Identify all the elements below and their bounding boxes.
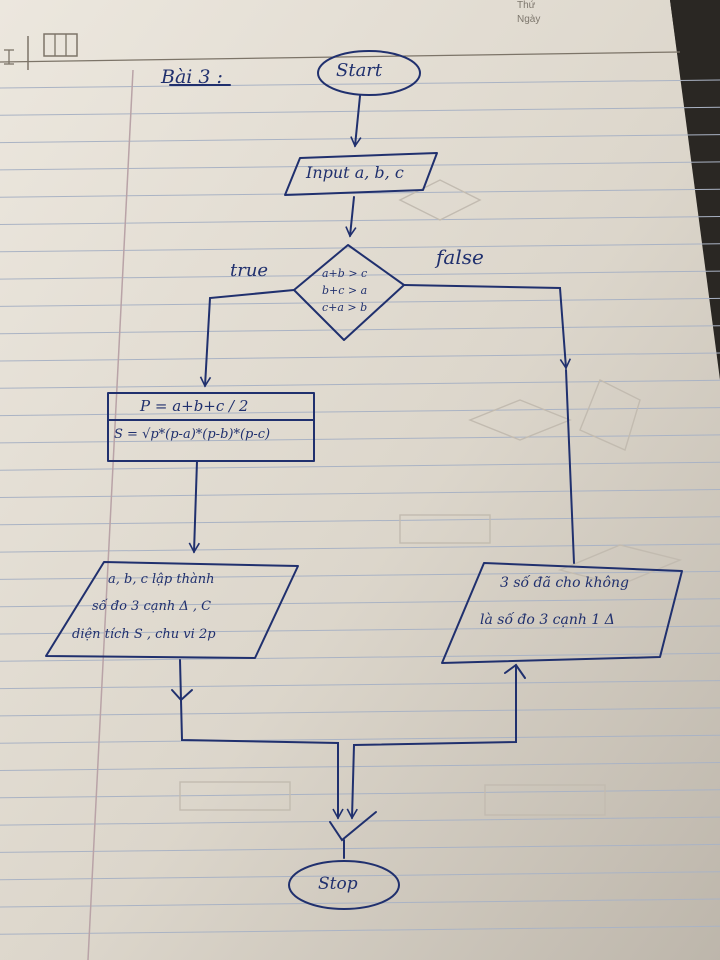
decision-line-3: c+a > b <box>322 301 368 314</box>
start-terminal <box>317 50 421 96</box>
output-false-line-2: là số đo 3 cạnh 1 Δ <box>480 612 615 628</box>
ruled-line <box>0 843 720 853</box>
output-false-line-1: 3 số đã cho không <box>500 575 629 591</box>
process-box <box>107 392 315 462</box>
output-false-parallelogram <box>441 562 683 664</box>
ruled-line <box>0 898 720 908</box>
output-true-parallelogram <box>45 561 299 659</box>
true-branch-label: true <box>230 260 269 281</box>
flow-connectors <box>169 84 575 859</box>
stop-terminal <box>288 860 400 910</box>
stop-label: Stop <box>318 874 358 894</box>
ruled-lines <box>0 79 720 935</box>
ruled-line <box>0 297 720 307</box>
ruled-line <box>0 570 720 580</box>
header-thu-label: Thứ <box>517 0 536 11</box>
ruled-line <box>0 598 720 608</box>
ruled-line <box>0 79 720 89</box>
process-line-2: S = √p*(p-a)*(p-b)*(p-c) <box>114 427 271 442</box>
ruled-line <box>0 707 720 717</box>
ruled-line <box>0 270 720 280</box>
exercise-title: Bài 3 : <box>161 66 223 88</box>
output-true-line-3: diện tích S , chu vi 2p <box>72 627 216 642</box>
input-label: Input a, b, c <box>306 163 404 182</box>
ruled-line <box>0 216 720 225</box>
dark-background <box>670 0 720 380</box>
ruled-line <box>0 543 720 553</box>
process-line-1: P = a+b+c / 2 <box>140 397 249 415</box>
ruled-line <box>0 106 720 116</box>
bleed-through-marks <box>179 179 683 816</box>
ruled-line <box>0 680 720 690</box>
ruled-line <box>0 489 720 498</box>
ruled-line <box>0 762 720 771</box>
ruled-line <box>0 816 720 826</box>
input-parallelogram <box>284 152 438 196</box>
ruled-line <box>0 243 720 253</box>
header-line <box>0 51 681 63</box>
header-box <box>43 33 78 57</box>
ruled-line <box>0 871 720 881</box>
header-ngay-label: Ngày <box>517 14 541 25</box>
output-true-line-2: số đo 3 cạnh Δ , C <box>92 599 212 614</box>
ruled-line <box>0 789 720 799</box>
ruled-line <box>0 652 720 662</box>
output-true-line-1: a, b, c lập thành <box>108 572 215 587</box>
ruled-line <box>0 925 720 935</box>
decision-line-1: a+b > c <box>322 267 368 280</box>
decision-diamond <box>293 244 405 341</box>
ruled-line <box>0 161 720 171</box>
ruled-line <box>0 407 720 417</box>
start-label: Start <box>336 60 383 81</box>
false-branch-label: false <box>436 245 484 269</box>
margin-line <box>87 69 134 960</box>
ruled-line <box>0 352 720 362</box>
ruled-line <box>0 434 720 444</box>
ruled-line <box>0 461 720 471</box>
ruled-line <box>0 625 720 635</box>
decision-line-2: b+c > a <box>322 284 368 297</box>
ruled-line <box>0 734 720 744</box>
ruled-line <box>0 516 720 526</box>
